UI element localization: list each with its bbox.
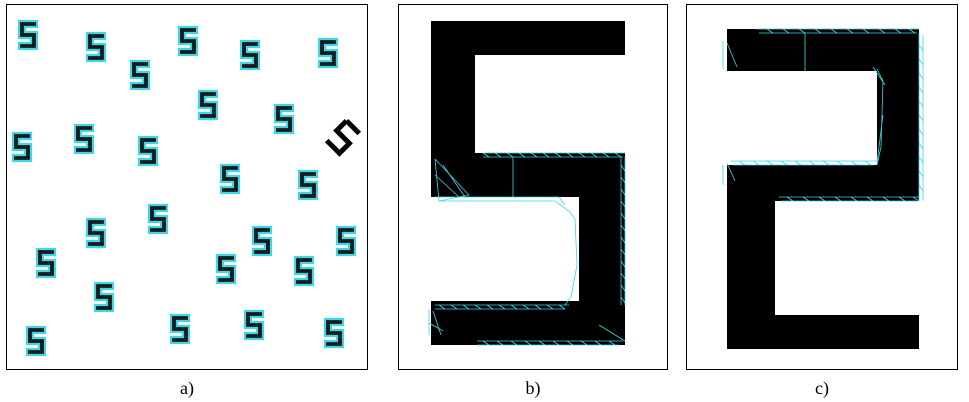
glyph-5-rotated (243, 309, 265, 341)
panel-c-canvas (722, 28, 924, 349)
panel-a-scattered-glyphs (6, 4, 368, 370)
glyph-5 (323, 317, 345, 349)
glyph-5 (293, 255, 315, 287)
caption-c: c) (815, 378, 829, 398)
caption-b: b) (525, 378, 541, 398)
glyph-5 (197, 89, 219, 121)
glyph-5 (335, 225, 357, 257)
glyph-5 (273, 103, 295, 135)
glyph-5 (147, 203, 169, 235)
caption-a: a) (180, 378, 194, 398)
panel-b-canvas (428, 21, 626, 346)
glyph-5 (215, 253, 237, 285)
glyph-5 (137, 135, 159, 167)
glyph-group (11, 19, 357, 357)
glyph-5 (297, 169, 319, 201)
glyph-5-tilted (324, 118, 362, 157)
panel-b-glyph-5-mesh (398, 4, 668, 370)
glyph-5 (239, 39, 261, 71)
glyph-2-large (727, 29, 919, 349)
glyph-5 (93, 281, 115, 313)
glyph-5-large (431, 21, 625, 345)
mesh-lines (428, 152, 626, 346)
glyph-5 (85, 31, 107, 63)
glyph-5 (317, 37, 339, 69)
glyph-5 (177, 25, 199, 57)
glyph-5 (251, 225, 273, 257)
glyph-5 (219, 163, 241, 195)
panel-a-canvas (11, 19, 362, 357)
glyph-5 (129, 59, 151, 91)
glyph-5 (35, 247, 57, 279)
glyph-5 (25, 325, 47, 357)
glyph-5 (85, 217, 107, 249)
glyph-5 (73, 123, 95, 155)
glyph-5 (169, 313, 191, 345)
glyph-5 (17, 19, 39, 51)
glyph-5 (11, 131, 33, 163)
panel-c-glyph-2-mesh (686, 4, 958, 370)
mesh-lines (722, 28, 924, 202)
